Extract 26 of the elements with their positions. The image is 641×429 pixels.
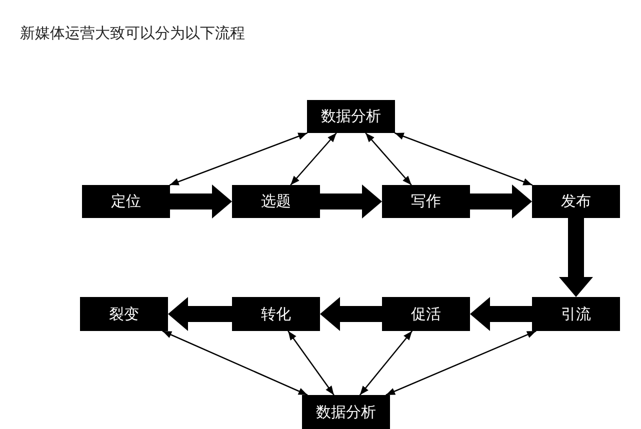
- arrow: [365, 132, 412, 186]
- process-box: 裂变: [80, 297, 168, 331]
- process-box: 定位: [82, 185, 170, 218]
- arrow: [162, 330, 308, 396]
- arrow: [288, 330, 334, 396]
- block-arrow: [170, 184, 232, 218]
- arrow: [386, 330, 536, 396]
- block-arrow: [470, 297, 532, 331]
- process-box: 引流: [532, 297, 620, 331]
- process-box: 数据分析: [307, 100, 395, 133]
- process-box: 发布: [532, 185, 620, 218]
- block-arrow: [470, 184, 532, 218]
- process-box: 选题: [232, 185, 320, 218]
- block-arrow: [559, 218, 593, 297]
- arrow: [169, 132, 308, 186]
- block-arrow: [320, 184, 382, 218]
- arrow: [359, 330, 413, 396]
- block-arrow: [320, 297, 382, 331]
- process-box: 写作: [382, 185, 470, 218]
- arrow: [394, 132, 533, 186]
- process-box: 数据分析: [302, 395, 390, 429]
- block-arrow: [168, 297, 232, 331]
- process-box: 促活: [382, 297, 470, 331]
- process-box: 转化: [232, 297, 320, 331]
- title: 新媒体运营大致可以分为以下流程: [20, 24, 245, 43]
- arrow: [290, 132, 337, 186]
